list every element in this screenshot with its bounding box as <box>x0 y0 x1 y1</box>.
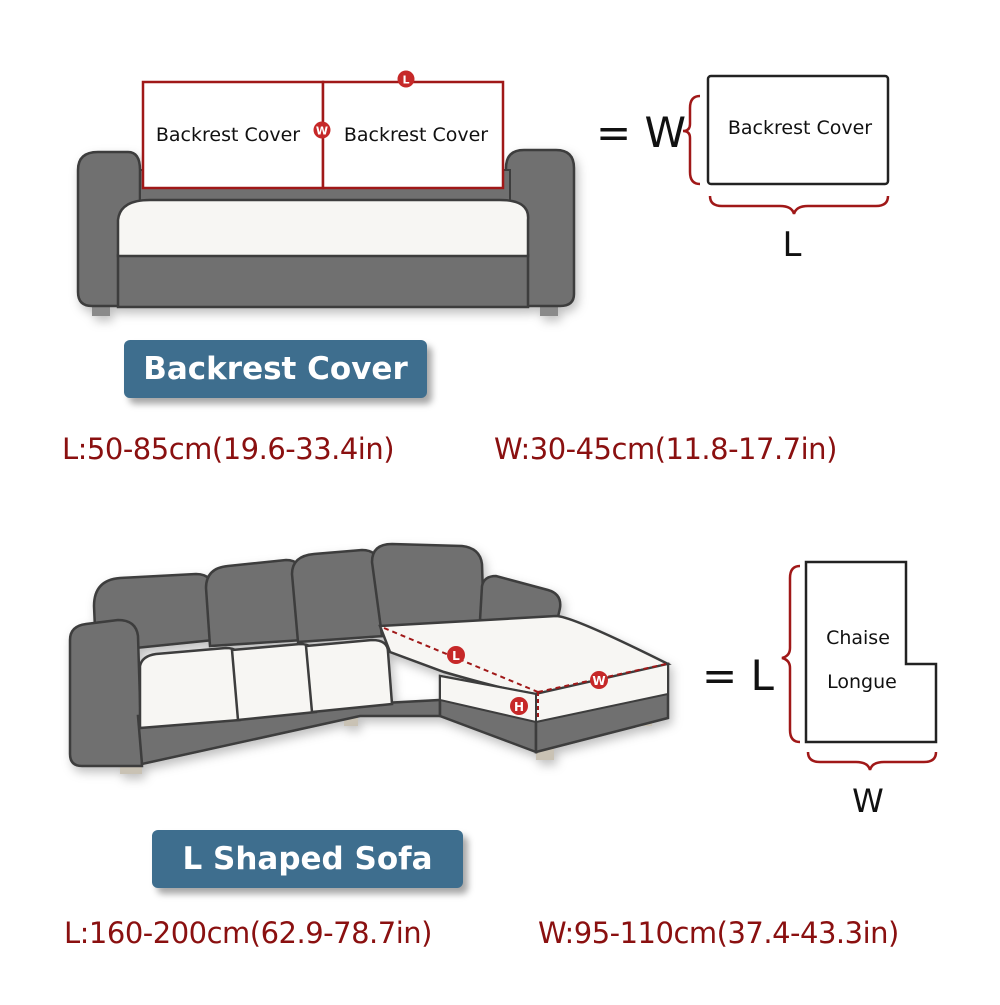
back-cushion <box>370 542 486 638</box>
l-sofa-width-spec: W:95-110cm(37.4-43.3in) <box>538 916 899 950</box>
seat-cushion <box>116 198 530 258</box>
chaise-measurements: L W H <box>383 627 667 720</box>
backrest-covers: Backrest Cover Backrest Cover L W <box>141 70 505 190</box>
width-marker-label: W <box>316 125 328 138</box>
sofa-left-arm <box>68 618 144 768</box>
width-marker-label: W <box>592 674 605 688</box>
backrest-cover-badge: Backrest Cover <box>124 340 427 398</box>
width-marker <box>590 671 608 689</box>
chaise-dimension-card: = L Chaise Longue W <box>702 560 938 820</box>
width-brace <box>806 751 938 771</box>
backrest-cover-right <box>321 80 505 190</box>
backrest-cover-right-label: Backrest Cover <box>344 124 488 146</box>
seat-cushion <box>230 642 318 722</box>
backrest-sofa-illustration <box>76 148 576 316</box>
length-marker <box>447 646 465 664</box>
chaise-card <box>804 560 938 744</box>
seat-cushion <box>304 638 394 714</box>
length-brace <box>708 195 890 215</box>
length-marker-label: L <box>402 74 409 87</box>
backrest-cover-left-label: Backrest Cover <box>156 124 300 146</box>
equals-width-label: = W <box>596 108 686 157</box>
length-marker <box>397 70 415 88</box>
width-brace <box>682 94 701 186</box>
length-marker-label: L <box>452 649 460 663</box>
back-cushion <box>290 548 386 644</box>
width-marker <box>313 121 331 139</box>
length-brace <box>781 564 801 744</box>
backrest-length-spec: L:50-85cm(19.6-33.4in) <box>62 432 395 466</box>
backrest-card-label: Backrest Cover <box>728 117 872 139</box>
backrest-dimension-card: = W Backrest Cover L <box>596 74 890 265</box>
height-marker <box>510 697 528 715</box>
backrest-card <box>706 74 890 186</box>
l-shaped-sofa-illustration <box>68 542 672 774</box>
height-marker-label: H <box>514 700 524 714</box>
backrest-width-spec: W:30-45cm(11.8-17.7in) <box>494 432 837 466</box>
width-label: W <box>852 782 884 820</box>
back-cushion <box>204 558 306 648</box>
sofa-base <box>116 253 530 309</box>
l-sofa-length-spec: L:160-200cm(62.9-78.7in) <box>64 916 432 950</box>
seat-cushion <box>138 646 242 730</box>
chaise-card-label-line1: Chaise <box>826 627 890 649</box>
length-label: L <box>783 225 802 265</box>
backrest-cover-left <box>141 80 325 190</box>
l-shaped-sofa-badge: L Shaped Sofa <box>152 830 463 888</box>
equals-length-label: = L <box>702 651 775 700</box>
chaise-arm <box>478 574 562 628</box>
chaise-card-label-line2: Longue <box>827 671 897 693</box>
